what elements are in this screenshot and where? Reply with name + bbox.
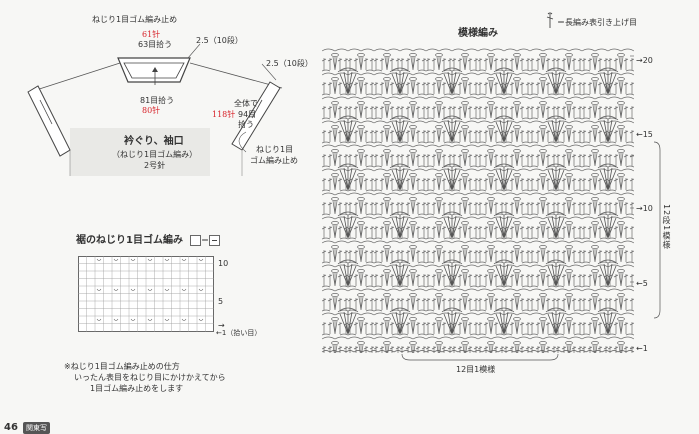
page-footer: 46 関東写: [4, 415, 51, 434]
hem-row-10: 10: [218, 259, 229, 268]
note-line-2: いったん表目をねじり目にかけかえてから: [74, 373, 226, 382]
side-depth-b: 2.5（10段）: [266, 59, 313, 68]
hem-row-1-label: ←1（拾い目）: [216, 329, 262, 337]
pattern-title: 模様編み: [458, 28, 498, 39]
pattern-row-1: ←1: [636, 344, 648, 353]
pick-up-word: 拾う: [238, 120, 254, 129]
hem-legend-sign: ＝: [201, 236, 209, 245]
repeat-stitches-label: 12目1模様: [456, 365, 496, 374]
pattern-row-20: →20: [636, 56, 653, 65]
red-count-80: 80针: [142, 106, 161, 115]
repeat-rows-bracket: [653, 141, 661, 319]
note-line-1: ※ねじり1目ゴム編み止めの仕方: [64, 362, 180, 371]
binding-off-notes: ※ねじり1目ゴム編み止めの仕方 いったん表目をねじり目にかけかえてから 1目ゴム…: [64, 361, 226, 394]
pattern-row-10: →10: [636, 204, 653, 213]
binding-off-label: ねじり1目ゴム編み止め: [92, 15, 178, 24]
hem-row-5: 5: [218, 297, 224, 306]
needle-size: 2号針: [144, 161, 166, 170]
pick-up-81: 81目拾う: [140, 96, 175, 105]
collar-outline-drawing: [27, 43, 283, 176]
binding-off-3: ゴム編み止め: [250, 156, 298, 165]
repeat-rows-label: 12段1模様: [662, 204, 671, 250]
whole-label: 全体で: [234, 99, 258, 108]
hem-title: 裾のねじり1目ゴム編み: [76, 235, 183, 246]
symbol-legend-text: ＝長編み表引き上げ目: [557, 18, 637, 27]
collar-title: 衿ぐり、袖口: [124, 136, 184, 147]
note-line-3: 1目ゴム編み止めをします: [90, 384, 184, 393]
pick-up-63: 63目拾う: [138, 40, 173, 49]
collar-subtitle: （ねじり1目ゴム編み）: [112, 150, 198, 159]
crochet-pattern-chart: [321, 48, 635, 353]
pick-up-94: 94目: [238, 110, 257, 119]
hem-row-1-arrow: →: [218, 321, 225, 330]
side-depth-a: 2.5（10段）: [196, 36, 243, 45]
hem-ribbing-grid: [78, 256, 214, 332]
page-number: 46: [4, 422, 18, 433]
collar-diagram: ねじり1目ゴム編み止め 61针 63目拾う 2.5（10段） 2.5（10段） …: [0, 0, 313, 230]
binding-off-2: ねじり1目: [256, 145, 294, 154]
red-count-61: 61针: [142, 30, 161, 39]
red-count-118: 118针: [212, 110, 236, 119]
repeat-stitches-bracket: [401, 353, 559, 361]
pattern-row-15: ←15: [636, 130, 653, 139]
footer-badge: 関東写: [23, 422, 51, 434]
pattern-row-5: ←5: [636, 279, 648, 288]
